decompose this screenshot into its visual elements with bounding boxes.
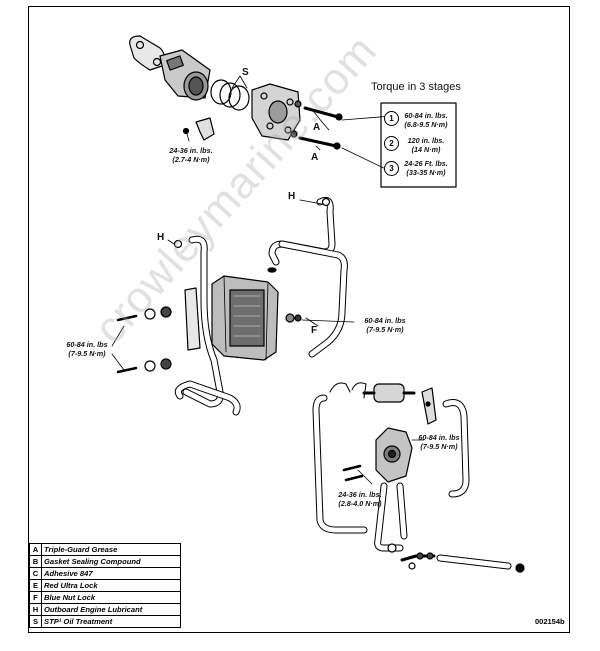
stage-3-value: 24-26 Ft. lbs.(33-35 N·m) <box>404 159 448 177</box>
legend-key: C <box>29 567 42 580</box>
callout-s: S <box>242 67 249 78</box>
stage-1-value: 60-84 in. lbs.(6.8-9.5 N·m) <box>404 111 448 129</box>
legend-text: STP¹ Oil Treatment <box>41 615 181 628</box>
legend-text: Adhesive 847 <box>41 567 181 580</box>
torque-label-pump-f: 60-84 in. lbs(7-9.5 N·m) <box>364 316 406 334</box>
legend-text: Triple-Guard Grease <box>41 543 181 556</box>
legend-key: F <box>29 591 42 604</box>
legend-text: Gasket Sealing Compound <box>41 555 181 568</box>
callout-h-left: H <box>157 232 165 243</box>
callout-a-bottom: A <box>311 152 319 163</box>
torque-label-filter-pump: 60-84 in. lbs(7-9.5 N·m) <box>418 433 460 451</box>
fuel-pump-assembly <box>111 196 355 416</box>
legend-key: A <box>29 543 42 556</box>
legend-key: S <box>29 615 42 628</box>
stage-3-number: 3 <box>384 161 399 176</box>
fuel-filter-assembly <box>312 382 525 573</box>
callout-a-top: A <box>313 122 321 133</box>
torque-label-bracket: 24-36 in. lbs.(2.7-4 N·m) <box>169 146 213 164</box>
torque-label-left-bolts: 60-84 in. lbs(7-9.5 N·m) <box>66 340 108 358</box>
legend-text: Outboard Engine Lubricant <box>41 603 181 616</box>
legend-text: Blue Nut Lock <box>41 591 181 604</box>
legend-key: E <box>29 579 42 592</box>
stage-2-value: 120 in. lbs.(14 N·m) <box>407 136 445 154</box>
stage-2-number: 2 <box>384 136 399 151</box>
legend-key: B <box>29 555 42 568</box>
figure-reference: 002154b <box>535 617 565 626</box>
torque-label-filter-screws: 24-36 in. lbs.(2.8-4.0 N·m) <box>338 490 382 508</box>
legend-key: H <box>29 603 42 616</box>
top-intake-assembly <box>129 35 343 151</box>
torque-title: Torque in 3 stages <box>371 81 461 93</box>
stage-1-number: 1 <box>384 111 399 126</box>
callout-h-upper: H <box>288 191 296 202</box>
legend-text: Red Ultra Lock <box>41 579 181 592</box>
callout-f: F <box>311 325 318 336</box>
diagram-frame <box>28 6 570 633</box>
